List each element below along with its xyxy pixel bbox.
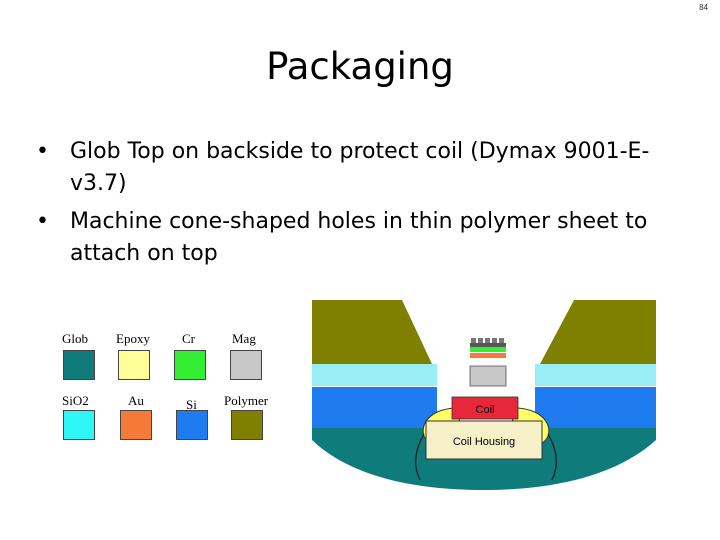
si-layer-right [535,387,656,428]
cr-layer [470,347,506,352]
legend-swatch-sio2 [63,410,95,440]
legend-label-mag: Mag [232,331,256,346]
legend-swatch-cr [174,350,206,380]
mag-layer [469,365,507,387]
sio2-layer-right [535,364,656,386]
legend-label-si: Si [186,397,197,412]
bullet-list: • Glob Top on backside to protect coil (… [36,136,696,276]
bullet-item: • Machine cone-shaped holes in thin poly… [36,206,696,270]
si-layer-left [312,387,437,428]
coil [451,396,519,420]
bullet-dot: • [36,209,49,234]
legend-swatch-mag [230,350,262,380]
legend-swatch-polymer [231,410,263,440]
package-cross-section: Coil Coil Housing [312,300,656,490]
au-layer [470,353,506,358]
legend-label-au: Au [128,393,144,408]
slide-title: Packaging [266,45,454,88]
wire-left [414,433,425,481]
polymer-right [540,300,656,364]
polymer-left [312,300,432,364]
wire-right [547,433,558,481]
legend-label-cr: Cr [182,331,195,346]
bullet-text: Machine cone-shaped holes in thin polyme… [70,209,648,266]
legend-label-glob: Glob [62,331,88,346]
bullet-text: Glob Top on backside to protect coil (Dy… [70,139,650,196]
coil-housing-label: Coil Housing [453,436,515,448]
bullet-item: • Glob Top on backside to protect coil (… [36,136,696,200]
coil-label: Coil [476,404,495,416]
legend-swatch-epoxy [118,350,150,380]
mag-bumps [471,338,504,343]
legend-swatch-au [120,410,152,440]
legend-label-polymer: Polymer [224,393,269,408]
sio2-layer-left [312,364,437,386]
bullet-dot: • [36,139,49,164]
legend-label-epoxy: Epoxy [116,331,150,346]
coil-housing [425,420,543,460]
legend-swatch-glob [63,350,95,380]
top-layer [470,343,506,347]
legend-label-sio2: SiO2 [62,393,89,408]
legend-swatch-si [176,410,208,440]
page-number: 84 [699,3,708,12]
